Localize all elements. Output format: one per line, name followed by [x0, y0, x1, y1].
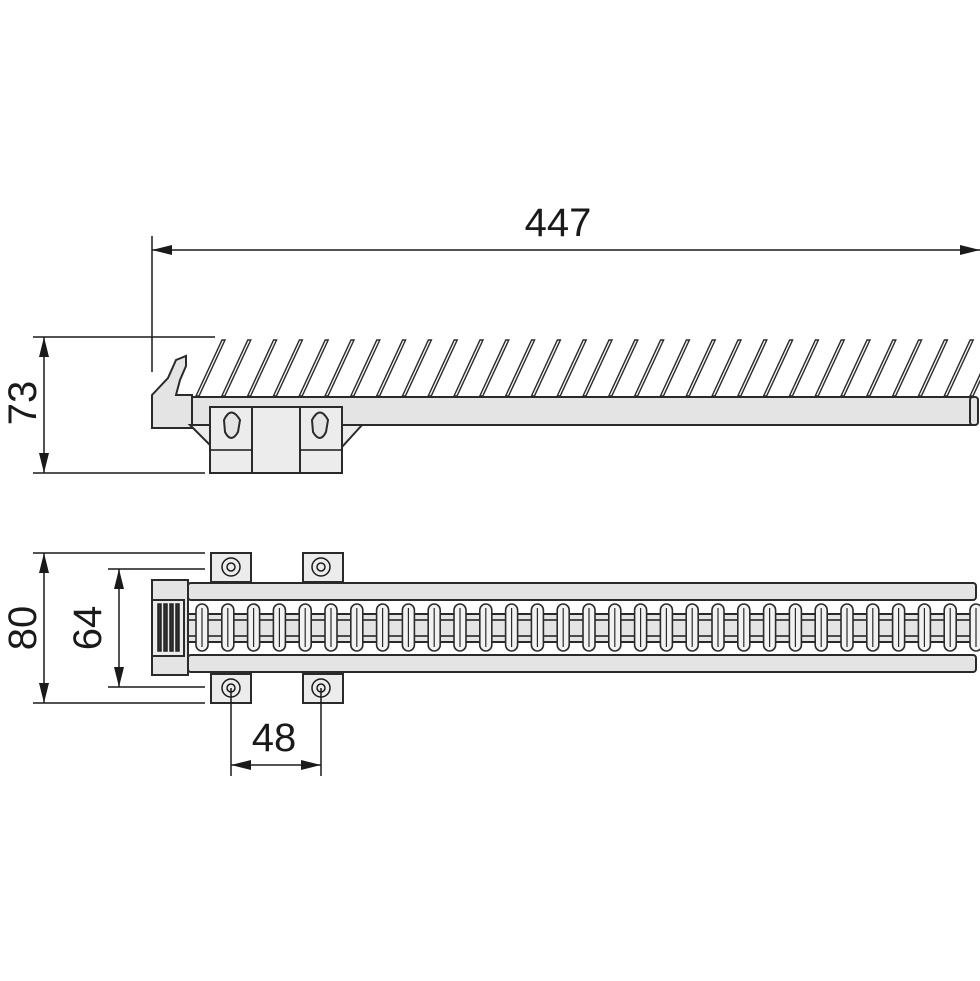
- hook-prong: [530, 339, 562, 397]
- hook-prong: [943, 339, 975, 397]
- hook-prong: [349, 339, 381, 397]
- hook-prong: [581, 339, 614, 397]
- slot-loop: [969, 603, 980, 652]
- mount-tab-top-right: [302, 552, 344, 583]
- mount-tab-bottom-right: [302, 673, 344, 704]
- hook-prong: [272, 339, 304, 397]
- hook-prong: [504, 339, 536, 397]
- side-front-hook: [151, 354, 193, 429]
- hook-prong: [865, 339, 897, 397]
- hook-prong: [710, 339, 743, 397]
- dimension-label-447: 447: [525, 201, 592, 245]
- side-screw-slot-right: [310, 411, 330, 439]
- hook-prong: [685, 339, 717, 397]
- hook-prong: [220, 339, 252, 397]
- side-end-cap: [969, 396, 979, 426]
- hook-row: [194, 339, 980, 397]
- hook-prong: [762, 339, 794, 397]
- grip-ridges: [157, 603, 180, 652]
- hook-prong: [788, 339, 820, 397]
- hook-prong: [736, 339, 768, 397]
- hook-prong: [427, 339, 459, 397]
- hook-prong: [607, 339, 639, 397]
- dimension-mount-spacing: 48: [230, 688, 322, 776]
- slot-row: [195, 603, 980, 652]
- hook-prong: [839, 339, 872, 397]
- hook-prong: [298, 339, 330, 397]
- hook-prong: [401, 339, 433, 397]
- dimension-label-48: 48: [252, 716, 297, 760]
- dimension-label-64: 64: [66, 606, 110, 651]
- top-view: [151, 552, 980, 704]
- dimension-inner-width: 64: [66, 568, 205, 688]
- hook-prong: [556, 339, 588, 397]
- dimension-side-height: 73: [1, 336, 215, 474]
- side-view: [151, 339, 980, 474]
- dimension-overall-length: 447: [151, 201, 980, 372]
- hook-prong: [968, 372, 980, 397]
- hook-prong: [659, 339, 691, 397]
- hook-prong: [633, 339, 665, 397]
- hook-prong: [194, 339, 227, 397]
- hook-prong: [246, 339, 278, 397]
- hook-prong: [375, 339, 407, 397]
- hook-prong: [814, 339, 846, 397]
- dimension-label-80: 80: [1, 606, 45, 651]
- top-rail-lower: [187, 654, 977, 673]
- dimension-top-width: 80: [1, 552, 205, 704]
- dimension-label-73: 73: [1, 381, 45, 426]
- hook-prong: [452, 339, 485, 397]
- mount-tab-top-left: [210, 552, 252, 583]
- hook-prong: [917, 339, 949, 397]
- hook-prong: [891, 339, 923, 397]
- hook-prong: [323, 339, 356, 397]
- top-rail-upper: [187, 582, 977, 601]
- hook-prong: [478, 339, 510, 397]
- side-screw-slot-left: [222, 411, 242, 439]
